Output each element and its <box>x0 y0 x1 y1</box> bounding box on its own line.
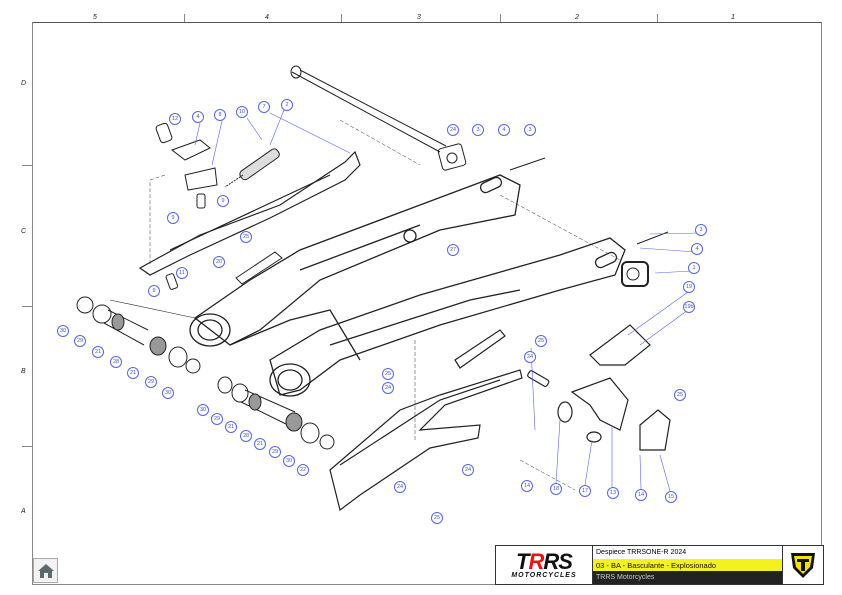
callout: 22 <box>297 464 309 476</box>
drawing-frame <box>32 22 822 585</box>
callout: 28 <box>240 430 252 442</box>
callout: 15 <box>665 491 677 503</box>
callout: 8 <box>214 109 226 121</box>
callout: 30 <box>197 404 209 416</box>
callout: 4 <box>192 111 204 123</box>
callout: 28 <box>110 356 122 368</box>
divider <box>184 14 185 22</box>
callout: 13 <box>607 487 619 499</box>
callout: 21 <box>127 367 139 379</box>
chain-adjusters <box>437 143 669 287</box>
callout: 27 <box>447 244 459 256</box>
section-title: 03 - BA - Basculante - Explosionado <box>593 558 782 572</box>
bearing-stack-left <box>76 296 201 374</box>
callout: 9 <box>167 212 179 224</box>
center-lines <box>149 119 621 491</box>
chain-slider <box>329 329 523 512</box>
trrs-logo: TRRS MOTORCYCLES <box>496 546 593 584</box>
callout: 24 <box>462 464 474 476</box>
trrs-emblem-icon <box>782 546 823 584</box>
divider <box>22 446 32 447</box>
home-icon <box>37 563 54 578</box>
callout: 14 <box>635 489 647 501</box>
callout: 25 <box>382 368 394 380</box>
callout: 17 <box>579 485 591 497</box>
chain-guide <box>138 150 361 276</box>
callout: 18 <box>550 483 562 495</box>
guide-pad <box>235 251 283 285</box>
callout: 3 <box>524 124 536 136</box>
callout: 19 <box>683 281 695 293</box>
title-info: Despiece TRRSONE-R 2024 03 - BA - Bascul… <box>593 546 782 585</box>
callout: 20 <box>213 256 225 268</box>
divider <box>341 14 342 22</box>
callout: 24 <box>394 481 406 493</box>
logo-text: TRRS <box>516 548 573 574</box>
callout: 11 <box>176 267 188 279</box>
callout: 4 <box>498 124 510 136</box>
zone-row-a: A <box>21 508 26 515</box>
swingarm-body <box>189 174 626 397</box>
divider <box>22 306 32 307</box>
callout: 10 <box>236 106 248 118</box>
callout: 24 <box>447 124 459 136</box>
tensioner-bracket <box>155 122 218 290</box>
zone-col-3: 3 <box>417 14 421 21</box>
company-name: TRRS Motorcycles <box>593 571 782 585</box>
callout: 21 <box>225 421 237 433</box>
callout: 25 <box>431 512 443 524</box>
zone-row-c: C <box>21 228 27 235</box>
callout: 29 <box>269 446 281 458</box>
zone-row-d: D <box>21 80 27 87</box>
callout: 19b <box>683 301 695 313</box>
callout: 9 <box>217 195 229 207</box>
linkage-parts <box>527 324 671 451</box>
callout: 7 <box>258 101 270 113</box>
callout: 14 <box>521 480 533 492</box>
callout: 25 <box>674 389 686 401</box>
callout: 3 <box>695 224 707 236</box>
zone-col-1: 1 <box>731 14 735 21</box>
divider <box>500 14 501 22</box>
divider <box>657 14 658 22</box>
axle-part <box>290 65 447 153</box>
callout: 9 <box>148 285 160 297</box>
zone-col-5: 5 <box>93 14 97 21</box>
callout: 25 <box>240 231 252 243</box>
callout: 21 <box>254 438 266 450</box>
callout: 3 <box>472 124 484 136</box>
leader-lines <box>194 109 701 492</box>
callout: 29 <box>145 376 157 388</box>
divider <box>22 165 32 166</box>
callout: 29 <box>211 413 223 425</box>
callout: 24 <box>524 351 536 363</box>
callout: 1 <box>688 262 700 274</box>
bearing-stack-right <box>217 376 335 450</box>
callout: 30 <box>283 455 295 467</box>
title-block: TRRS MOTORCYCLES Despiece TRRSONE-R 2024… <box>495 545 824 585</box>
callout: 4 <box>691 243 703 255</box>
zone-col-2: 2 <box>575 14 579 21</box>
document-title: Despiece TRRSONE-R 2024 <box>596 548 687 556</box>
callout: 2 <box>281 99 293 111</box>
callout: 24 <box>382 382 394 394</box>
callout: 29 <box>74 335 86 347</box>
logo-subtitle: MOTORCYCLES <box>511 571 577 579</box>
callout: 21 <box>92 346 104 358</box>
callout: 30 <box>162 387 174 399</box>
callout: 25 <box>535 335 547 347</box>
spring-part <box>224 148 280 188</box>
callout: 30 <box>57 325 69 337</box>
zone-row-b: B <box>21 368 26 375</box>
home-button[interactable] <box>33 558 58 583</box>
callout: 12 <box>169 113 181 125</box>
zone-col-4: 4 <box>265 14 269 21</box>
